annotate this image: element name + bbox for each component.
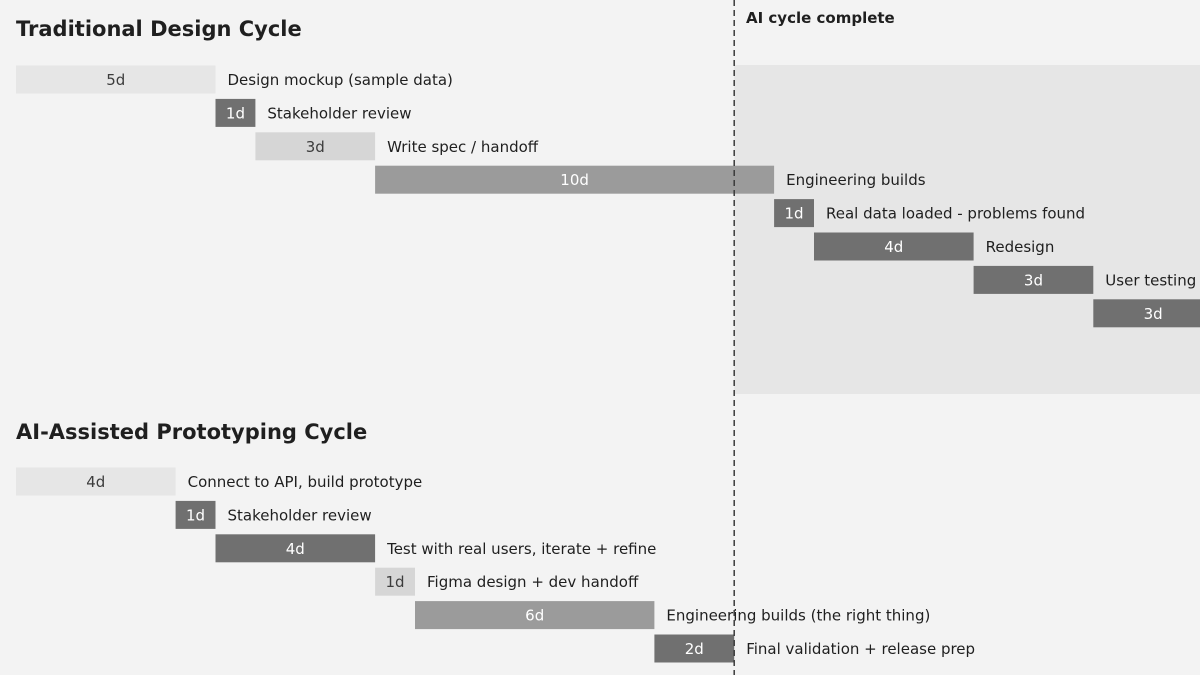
traditional-cycle-title: Traditional Design Cycle — [16, 17, 302, 41]
engineering-builds-bar — [375, 165, 775, 194]
design-mockup-sample-data-task-label: Design mockup (sample data) — [228, 71, 453, 89]
write-spec-handoff-bar — [255, 132, 376, 161]
final-validation-release-prep-duration-label: 2d — [685, 640, 704, 658]
test-with-real-users-iterate-refine-duration-label: 4d — [286, 540, 305, 558]
design-mockup-sample-data-duration-label: 5d — [106, 71, 125, 89]
stakeholder-review-bar — [215, 98, 256, 127]
engineering-builds-task-label: Engineering builds — [786, 171, 926, 189]
stakeholder-review-bar — [175, 500, 216, 529]
stakeholder-review-task-label: Stakeholder review — [267, 104, 411, 122]
task-8-duration-label: 3d — [1144, 305, 1163, 323]
write-spec-handoff-duration-label: 3d — [306, 138, 325, 156]
figma-design-dev-handoff-task-label: Figma design + dev handoff — [427, 573, 639, 591]
write-spec-handoff-task-label: Write spec / handoff — [387, 138, 539, 156]
connect-to-api-build-prototype-duration-label: 4d — [86, 473, 105, 491]
engineering-builds-the-right-thing-duration-label: 6d — [525, 607, 544, 625]
user-testing-task-label: User testing — [1105, 271, 1196, 289]
real-data-loaded-problems-found-duration-label: 1d — [785, 205, 804, 223]
test-with-real-users-iterate-refine-task-label: Test with real users, iterate + refine — [386, 540, 656, 558]
connect-to-api-build-prototype-task-label: Connect to API, build prototype — [188, 473, 423, 491]
connect-to-api-build-prototype-bar — [16, 467, 176, 496]
redesign-task-label: Redesign — [986, 238, 1055, 256]
engineering-builds-the-right-thing-task-label: Engineering builds (the right thing) — [666, 607, 930, 625]
ai-cycle-complete-label: AI cycle complete — [746, 9, 895, 27]
figma-design-dev-handoff-duration-label: 1d — [386, 573, 405, 591]
real-data-loaded-problems-found-bar — [774, 199, 814, 228]
final-validation-release-prep-task-label: Final validation + release prep — [746, 640, 975, 658]
user-testing-bar — [973, 265, 1094, 294]
stakeholder-review-task-label: Stakeholder review — [228, 506, 372, 524]
figma-design-dev-handoff-bar — [375, 567, 415, 596]
ai-cycle-title: AI-Assisted Prototyping Cycle — [16, 420, 368, 444]
engineering-builds-the-right-thing-bar — [415, 601, 655, 630]
final-validation-release-prep-bar — [654, 634, 735, 663]
engineering-builds-duration-label: 10d — [560, 171, 589, 189]
stakeholder-review-duration-label: 1d — [186, 506, 205, 524]
redesign-duration-label: 4d — [884, 238, 903, 256]
user-testing-duration-label: 3d — [1024, 271, 1043, 289]
task-8-bar — [1093, 299, 1200, 328]
real-data-loaded-problems-found-task-label: Real data loaded - problems found — [826, 205, 1085, 223]
design-mockup-sample-data-bar — [16, 65, 216, 94]
stakeholder-review-duration-label: 1d — [226, 104, 245, 122]
test-with-real-users-iterate-refine-bar — [215, 534, 376, 563]
overrun-region — [734, 65, 1200, 394]
redesign-bar — [814, 232, 974, 261]
